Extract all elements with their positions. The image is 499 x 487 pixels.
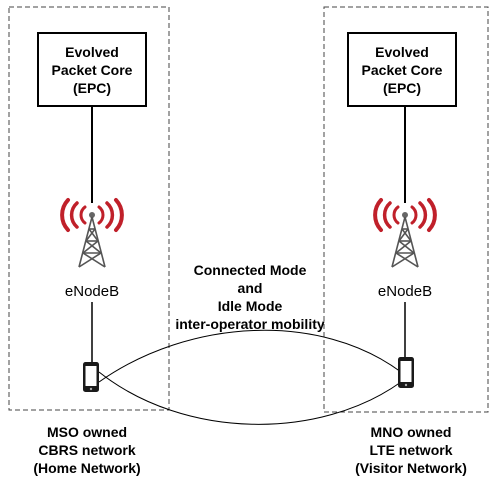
right-epc-text-line: (EPC) — [382, 80, 422, 96]
right-phone-icon — [398, 357, 414, 388]
left-caption-line: CBRS network — [38, 442, 136, 458]
mobility-curve-upper — [98, 329, 402, 383]
right-caption-line: MNO owned — [370, 424, 452, 440]
left-caption-line: MSO owned — [46, 424, 128, 440]
mobility-label-line: Idle Mode — [217, 298, 283, 314]
mobility-label: Connected Mode and Idle Mode inter-opera… — [150, 261, 350, 333]
right-epc-text-line: Evolved — [375, 44, 429, 60]
mobility-label-line: inter-operator mobility — [175, 316, 325, 332]
mobility-label-line: and — [237, 280, 263, 296]
right-caption-line: (Visitor Network) — [355, 460, 467, 476]
right-network-caption: MNO owned LTE network (Visitor Network) — [336, 423, 486, 477]
right-cell-tower-icon — [373, 198, 437, 268]
left-cell-tower-icon — [60, 198, 124, 268]
left-caption-line: (Home Network) — [33, 460, 141, 476]
left-epc-text-line: Packet Core — [51, 62, 133, 78]
left-network-boundary — [8, 6, 170, 411]
right-enodeb-label: eNodeB — [377, 283, 433, 300]
left-enodeb-label: eNodeB — [64, 283, 120, 300]
left-epc-box: Evolved Packet Core (EPC) — [37, 32, 147, 107]
mobility-label-line: Connected Mode — [193, 262, 307, 278]
left-epc-text-line: (EPC) — [72, 80, 112, 96]
right-network-boundary — [323, 6, 489, 413]
mobility-curve-lower — [98, 371, 402, 425]
right-epc-text-line: Packet Core — [361, 62, 443, 78]
right-caption-line: LTE network — [369, 442, 453, 458]
left-network-caption: MSO owned CBRS network (Home Network) — [12, 423, 162, 477]
left-epc-text-line: Evolved — [65, 44, 119, 60]
left-phone-icon — [83, 362, 99, 392]
right-epc-box: Evolved Packet Core (EPC) — [347, 32, 457, 107]
